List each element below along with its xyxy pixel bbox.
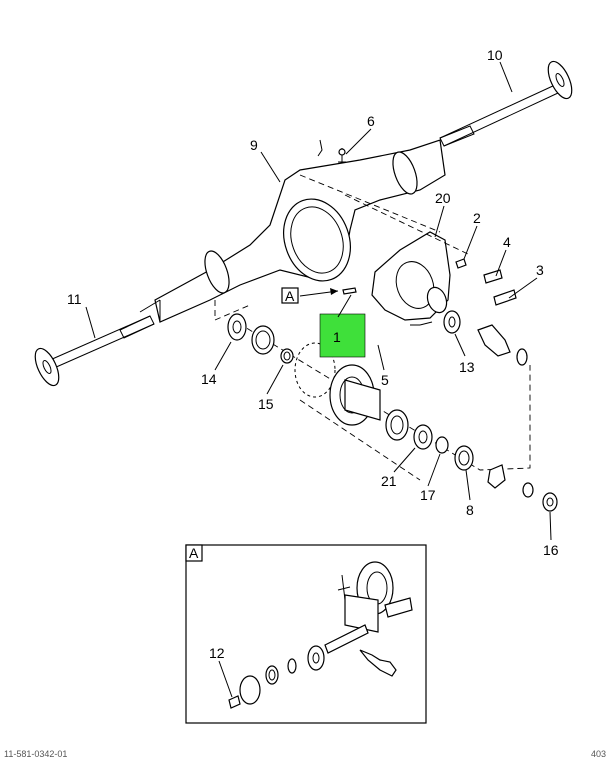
- callout-3: 3: [536, 262, 544, 278]
- left-bearing-set: [227, 313, 294, 364]
- callout-12: 12: [209, 645, 225, 661]
- axle-shaft-left: [34, 315, 155, 387]
- assembly-guide-lines: [214, 174, 531, 481]
- page-number: 403: [590, 749, 606, 759]
- callout-11: 11: [67, 291, 82, 307]
- callout-ref-a: A: [285, 288, 295, 304]
- detail-a-inset: A 12: [185, 544, 427, 724]
- breather-vent: [317, 139, 346, 163]
- drawing-number: 11-581-0342-01: [4, 749, 68, 759]
- callout-16: 16: [543, 542, 559, 558]
- ref-a-box: [281, 287, 299, 304]
- axle-housing: [139, 139, 446, 323]
- callout-20: 20: [435, 190, 451, 206]
- callout-14: 14: [201, 371, 217, 387]
- callout-1: 1: [333, 329, 341, 345]
- callout-1-highlight: [319, 313, 366, 358]
- callout-4: 4: [503, 234, 511, 250]
- callout-6: 6: [367, 113, 375, 129]
- callout-8: 8: [466, 502, 474, 518]
- callout-21: 21: [381, 473, 397, 489]
- detail-a-label: A: [189, 545, 199, 561]
- callout-10: 10: [487, 47, 503, 63]
- pinion-assembly: [443, 310, 528, 366]
- callout-15: 15: [258, 396, 274, 412]
- callout-9: 9: [250, 137, 258, 153]
- callout-2: 2: [473, 210, 481, 226]
- leader-lines: [85, 61, 552, 541]
- callout-5: 5: [381, 372, 389, 388]
- callout-17: 17: [420, 487, 436, 503]
- differential-case: [294, 342, 409, 441]
- differential-carrier: [371, 231, 451, 321]
- right-bearing-set: [413, 424, 558, 512]
- axle-shaft-right: [439, 60, 573, 147]
- callout-13: 13: [459, 359, 475, 375]
